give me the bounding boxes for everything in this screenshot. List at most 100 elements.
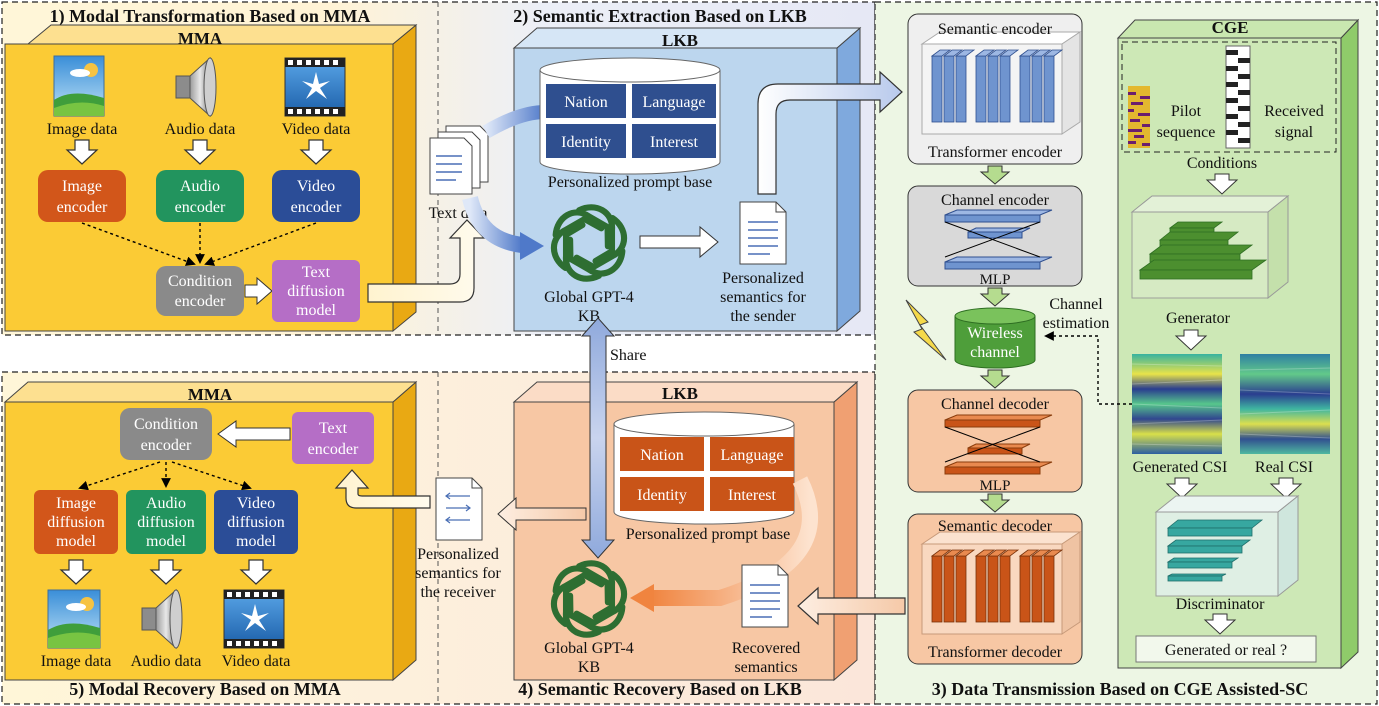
section-3-title: 3) Data Transmission Based on CGE Assist… [932, 679, 1308, 700]
video-diffusion-line2: diffusion [227, 514, 284, 531]
image-encoder-line2: encoder [57, 199, 108, 216]
discriminator-block[interactable] [1154, 494, 1300, 598]
image-diffusion-block[interactable]: Image diffusion model [34, 490, 118, 554]
discriminator-label: Discriminator [1176, 596, 1266, 613]
condition-encoder-bottom-block[interactable]: Condition encoder [120, 408, 212, 460]
image-encoder-block[interactable]: Image encoder [38, 170, 126, 222]
arrow-realcsi-to-disc [1269, 477, 1303, 499]
prompt-language-top: Language [642, 94, 705, 111]
prompt-nation-bottom: Nation [640, 447, 684, 464]
gpt-bottom-label-2: KB [578, 659, 600, 676]
receiver-semantics-doc-icon [435, 477, 483, 541]
received-label-1: Received [1264, 103, 1324, 120]
condition-encoder-bottom-line1: Condition [134, 416, 198, 433]
video-encoder-line2: encoder [291, 199, 342, 216]
arrow-cd-to-sd [979, 493, 1011, 513]
image-encoder-line1: Image [62, 178, 102, 195]
dotted-arrows-bottom [78, 461, 252, 491]
prompt-items-bottom: Nation Language Identity Interest [620, 437, 794, 511]
section-4-title: 4) Semantic Recovery Based on LKB [518, 679, 801, 700]
text-encoder-line1: Text [319, 420, 348, 437]
cge-title: CGE [1212, 18, 1249, 37]
prompt-interest-bottom: Interest [728, 487, 777, 504]
sender-semantics-2: semantics for [720, 289, 806, 306]
video-diffusion-line3: model [236, 533, 277, 550]
sender-semantics-doc-icon [739, 201, 787, 265]
mma-top-title: MMA [178, 29, 223, 48]
video-data-icon [284, 57, 346, 117]
sender-semantics-3: the sender [730, 308, 796, 325]
conditions-label: Conditions [1187, 155, 1257, 172]
gpt-top-label-1: Global GPT-4 [544, 289, 634, 306]
video-diffusion-line1: Video [237, 495, 275, 512]
pilot-sequence-icon [1128, 86, 1150, 148]
prompt-language-bottom: Language [720, 447, 783, 464]
channel-estimation-1: Channel [1049, 296, 1103, 313]
prompt-base-bottom-label: Personalized prompt base [626, 526, 790, 543]
text-diffusion-block[interactable]: Text diffusion model [272, 260, 360, 322]
channel-decoder-block[interactable]: Channel decoder MLP [907, 389, 1083, 494]
condition-encoder-top-block[interactable]: Condition encoder [156, 266, 244, 316]
arrow-prompt-to-gpt [650, 476, 818, 606]
lightning-icon [905, 299, 947, 361]
mlp-top-label: MLP [980, 272, 1011, 288]
wireless-channel-line1: Wireless [967, 325, 1022, 342]
semantic-decoder-block[interactable]: Semantic decoder Transformer decoder [907, 513, 1083, 665]
image-diffusion-line2: diffusion [47, 514, 104, 531]
mma-bottom-title: MMA [188, 385, 233, 404]
text-encoder-line2: encoder [308, 441, 359, 458]
recovered-semantics-1: Recovered [732, 640, 800, 657]
text-data-icon [429, 125, 489, 195]
text-diffusion-line3: model [296, 302, 337, 319]
receiver-semantics-2: semantics for [415, 565, 501, 582]
real-csi-label: Real CSI [1255, 459, 1313, 476]
output-box[interactable]: Generated or real ? [1135, 635, 1317, 663]
video-diffusion-block[interactable]: Video diffusion model [214, 490, 298, 554]
arrow-cond-to-textdiff [244, 276, 273, 306]
generator-block[interactable] [1130, 194, 1290, 300]
down-arrows-bottom [59, 559, 273, 585]
audio-data-label: Audio data [165, 121, 236, 138]
arrow-wc-to-cd [979, 369, 1011, 389]
audio-encoder-line2: encoder [175, 199, 226, 216]
arrow-gencsi-to-disc [1165, 477, 1199, 499]
channel-estimation-2: estimation [1043, 315, 1110, 332]
audio-data-bottom-icon [141, 588, 183, 650]
semantic-encoder-block[interactable]: Semantic encoder Transformer encoder [907, 13, 1083, 165]
audio-data-icon [175, 56, 217, 118]
prompt-base-top-label: Personalized prompt base [548, 174, 712, 191]
received-label-2: signal [1275, 124, 1314, 141]
share-arrow [580, 317, 616, 559]
audio-diffusion-line3: model [146, 533, 187, 550]
output-label: Generated or real ? [1165, 642, 1287, 659]
receiver-semantics-3: the receiver [420, 584, 496, 601]
text-diffusion-line1: Text [302, 264, 331, 281]
mlp-bottom-label: MLP [980, 478, 1011, 494]
pilot-label-2: sequence [1157, 124, 1216, 141]
arrow-ce-to-wc [979, 287, 1011, 307]
down-arrows-top [65, 139, 333, 165]
audio-diffusion-block[interactable]: Audio diffusion model [126, 490, 206, 554]
arrow-gen-to-csi [1174, 329, 1208, 351]
sender-semantics-1: Personalized [722, 270, 804, 287]
text-diffusion-line2: diffusion [287, 283, 344, 300]
recovered-semantics-doc-icon [741, 564, 789, 628]
image-data-label: Image data [47, 121, 118, 138]
arrow-gpt-to-semantics [639, 225, 719, 259]
real-csi-image [1239, 354, 1331, 454]
channel-encoder-block[interactable]: Channel encoder MLP [907, 185, 1083, 288]
video-data-bottom-icon [223, 589, 285, 649]
arrow-sender-to-encoder [757, 70, 903, 195]
wireless-channel-line2: channel [970, 344, 1020, 361]
arrow-disc-to-output [1203, 613, 1237, 635]
audio-encoder-block[interactable]: Audio encoder [156, 170, 244, 222]
transformer-decoder-label: Transformer decoder [928, 644, 1063, 661]
video-encoder-block[interactable]: Video encoder [272, 170, 360, 222]
condition-encoder-top-line2: encoder [175, 293, 226, 310]
generated-csi-label: Generated CSI [1133, 459, 1228, 476]
audio-data-bottom-label: Audio data [131, 653, 202, 670]
text-encoder-block[interactable]: Text encoder [292, 412, 374, 464]
semantic-decoder-label: Semantic decoder [938, 518, 1053, 535]
prompt-nation-top: Nation [564, 94, 608, 111]
